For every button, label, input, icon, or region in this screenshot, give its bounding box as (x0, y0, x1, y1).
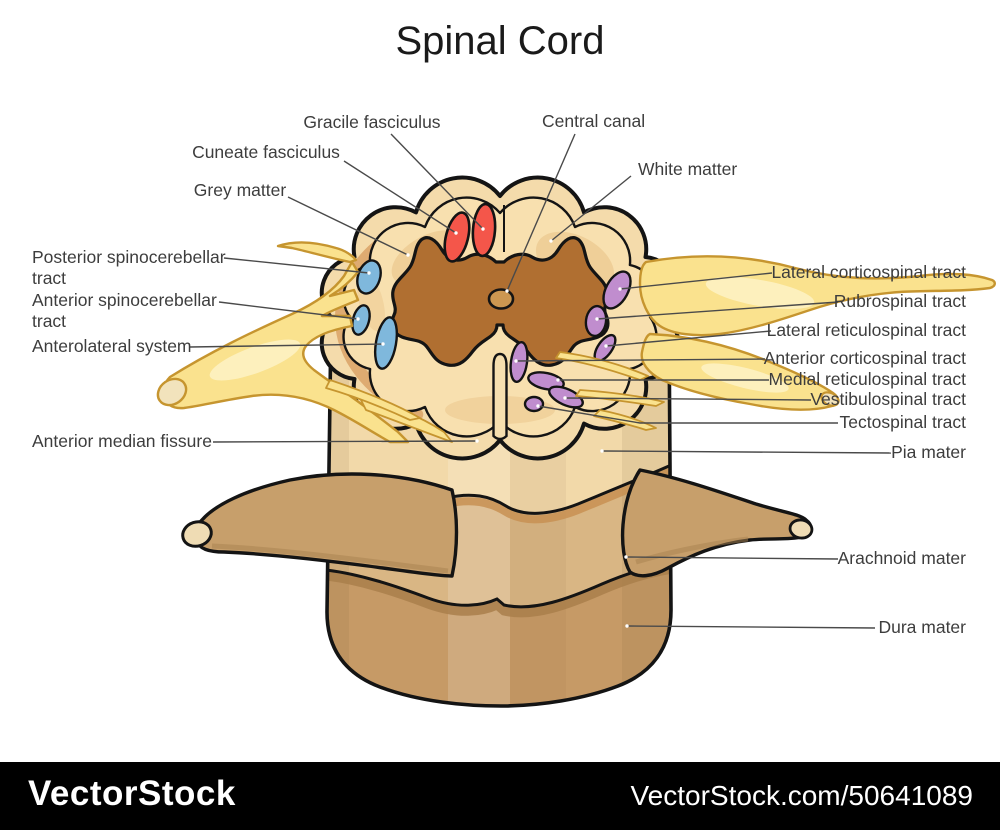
left-nerve-cut-end (156, 377, 188, 407)
label-anterolateral-system: Anterolateral system (32, 336, 385, 356)
label-lateral-corticospinal-tract: Lateral corticospinal tract (618, 262, 966, 291)
right-dorsal-spinal-nerve (638, 255, 996, 337)
dura-edge-shadow (327, 564, 671, 618)
label-text: Vestibulospinal tract (810, 389, 966, 409)
watermark-bar: VectorStock VectorStock.com/50641089 (0, 762, 1000, 830)
vectorstock-logo: VectorStock (28, 774, 236, 813)
wing-shading (211, 543, 449, 574)
left-dorsal-rootlet (276, 241, 358, 264)
label-medial-reticulospinal-tract: Medial reticulospinal tract (556, 369, 966, 389)
label-text: Lateral corticospinal tract (771, 262, 966, 282)
image-credit-url: VectorStock.com/50641089 (630, 780, 973, 811)
label-text: White matter (638, 159, 737, 179)
wing-shading (635, 536, 749, 565)
label-text: Dura mater (878, 617, 966, 637)
label-text: Anterior median fissure (32, 431, 212, 451)
gracile-cuneate-fasciculi (443, 202, 497, 263)
label-text: Lateral reticulospinal tract (767, 320, 967, 340)
anterior-median-fissure-shape (492, 352, 508, 441)
central-canal-shape (487, 288, 515, 310)
label-vestibulospinal-tract: Vestibulospinal tract (563, 389, 966, 409)
nerve-highlight (705, 277, 815, 309)
label-text: Central canal (542, 111, 645, 131)
nerve-highlight (701, 363, 789, 393)
label-text: Cuneate fasciculus (192, 142, 340, 162)
label-text: Anterolateral system (32, 336, 192, 356)
label-text: Anterior spinocerebellar (32, 290, 217, 310)
label-lateral-reticulospinal-tract: Lateral reticulospinal tract (604, 320, 966, 348)
label-cuneate-fasciculus: Cuneate fasciculus (192, 142, 458, 235)
label-posterior-spinocerebellar-tract: Posterior spinocerebellar tract (32, 247, 371, 288)
spinocerebellar-tracts (351, 259, 399, 370)
label-white-matter: White matter (549, 159, 737, 243)
spinal-nerves (156, 241, 996, 444)
label-text: Pia mater (891, 442, 966, 462)
label-central-canal: Central canal (505, 111, 645, 293)
label-text: Grey matter (194, 180, 287, 200)
label-anterior-corticospinal-tract: Anterior corticospinal tract (514, 348, 966, 368)
label-text: Tectospinal tract (840, 412, 967, 432)
label-text: Anterior corticospinal tract (764, 348, 966, 368)
nerve-highlight (209, 339, 301, 381)
label-text: tract (32, 268, 66, 288)
descending-tracts (509, 270, 632, 413)
label-anterior-median-fissure: Anterior median fissure (32, 431, 479, 451)
label-arachnoid-mater: Arachnoid mater (624, 548, 966, 568)
label-text: Gracile fasciculus (303, 112, 440, 132)
label-anterior-spinocerebellar-tract: Anterior spinocerebellar tract (32, 290, 360, 331)
left-nerve-root-sleeve (181, 472, 459, 578)
label-text: Arachnoid mater (838, 548, 967, 568)
label-gracile-fasciculus: Gracile fasciculus (303, 112, 485, 231)
label-text: tract (32, 311, 66, 331)
label-text: Rubrospinal tract (834, 291, 966, 311)
label-text: Medial reticulospinal tract (769, 369, 967, 389)
label-tectospinal-tract: Tectospinal tract (536, 404, 966, 432)
label-dura-mater: Dura mater (625, 617, 966, 637)
label-grey-matter: Grey matter (194, 180, 410, 257)
page-title: Spinal Cord (395, 19, 604, 63)
label-text: Posterior spinocerebellar (32, 247, 226, 267)
cord-cross-section (319, 175, 681, 461)
right-nerve-root-sleeve (620, 468, 814, 578)
annotations: Gracile fasciculus Cuneate fasciculus Gr… (32, 111, 966, 637)
label-pia-mater: Pia mater (600, 442, 966, 462)
cord-body-outline (325, 322, 673, 708)
dura-cut-edge (327, 561, 671, 609)
right-nerve-tip (820, 391, 840, 407)
left-sleeve-cut-end (181, 520, 213, 548)
label-rubrospinal-tract: Rubrospinal tract (595, 291, 966, 321)
right-sleeve-cut-end (788, 518, 814, 540)
